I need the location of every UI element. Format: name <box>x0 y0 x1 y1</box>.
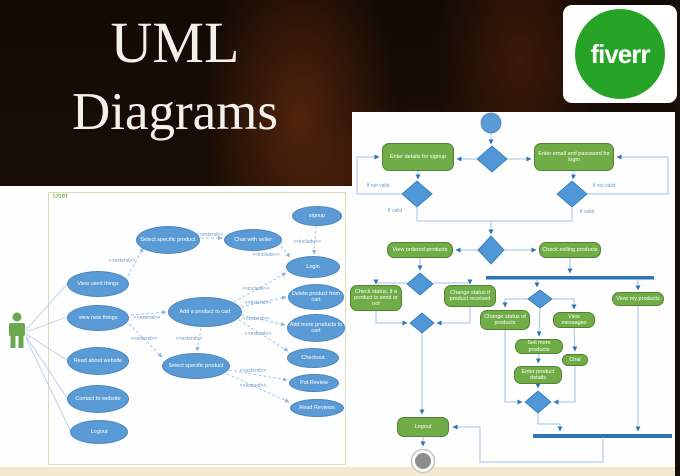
usecase-node-put-review: Put Review <box>289 374 339 392</box>
action-logout: Logout <box>397 417 449 437</box>
edge-label: <<include>> <box>242 286 270 292</box>
action-enter-details-signup: Enter details for signup <box>382 143 454 171</box>
usecase-node-view-used-things: View used things <box>67 271 129 297</box>
usecase-node-add-product-to-cart: Add a product to cart <box>168 297 242 327</box>
guard-label: If not valid <box>366 183 390 189</box>
edge-label: <<extend>> <box>242 316 270 322</box>
usecase-node-select-specific-product-top: Select specific product <box>136 226 200 254</box>
fiverr-logo-text: fiverr <box>590 38 650 69</box>
action-enter-product-details: Enter product details <box>514 366 562 384</box>
page-title: UML Diagrams <box>10 14 340 139</box>
usecase-node-delete-product-from-cart: Delete product from cart <box>288 284 344 310</box>
usecase-node-read-about-website: Read about website <box>67 347 129 375</box>
action-sell-more-products: Sell more products <box>515 339 563 354</box>
usecase-node-chat-with-seller: Chat with seller <box>224 229 282 251</box>
edge-label: <<extend>> <box>175 336 203 342</box>
boundary-label: User <box>53 193 68 200</box>
usecase-node-signup: signup <box>292 206 342 226</box>
guard-label: If valid <box>579 209 595 215</box>
guard-label: If valid <box>387 208 403 214</box>
action-enter-email-password: Enter email and password for login <box>534 143 614 171</box>
action-check-status-product-send: Check status, if a product is send or no… <box>350 285 402 311</box>
edge-label: <<extend>> <box>244 300 272 306</box>
fiverr-logo-circle: fiverr <box>575 9 665 99</box>
action-view-my-products: View my products <box>612 292 664 306</box>
fiverr-logo: fiverr <box>563 5 677 103</box>
bottom-cream-strip <box>0 467 675 476</box>
edge-label: <<extend>> <box>239 368 267 374</box>
edge-label: <<include>> <box>293 239 321 245</box>
title-line2: Diagrams <box>71 83 279 141</box>
usecase-node-logout: Logout <box>70 420 128 444</box>
edge-label: <<include>> <box>252 252 280 258</box>
usecase-node-read-reviews: Read Reviews <box>290 399 344 417</box>
edge-label: <<extend>> <box>239 383 267 389</box>
usecase-node-checkout: Checkout <box>287 348 339 368</box>
title-line1: UML <box>110 10 240 75</box>
usecase-node-view-new-things: view new things <box>67 305 129 331</box>
action-chat: Chat <box>562 354 588 366</box>
guard-label: If not valid <box>592 183 616 189</box>
action-change-status-of-products: Change status of products <box>480 310 530 330</box>
edge-label: <<extend>> <box>244 331 272 337</box>
edge-label: <<extend>> <box>133 315 161 321</box>
edge-label: <<extend>> <box>130 336 158 342</box>
usecase-node-contact-to-website: Contact to website <box>67 385 129 413</box>
edge-label: <<extend>> <box>108 258 136 264</box>
usecase-node-add-more-products: Add more products to cart <box>287 314 345 342</box>
action-check-selling-products: Check selling products <box>539 242 601 258</box>
usecase-node-login: Login <box>286 256 340 278</box>
right-dark-strip <box>675 0 680 476</box>
action-change-status-received: Change status if product received <box>444 285 496 307</box>
edge-label: <<extend>> <box>196 232 224 238</box>
action-view-messages: View messages <box>553 312 595 328</box>
usecase-node-select-specific-product-bottom: Select specific product <box>162 353 230 379</box>
action-view-ordered-products: View ordered products <box>387 242 453 258</box>
